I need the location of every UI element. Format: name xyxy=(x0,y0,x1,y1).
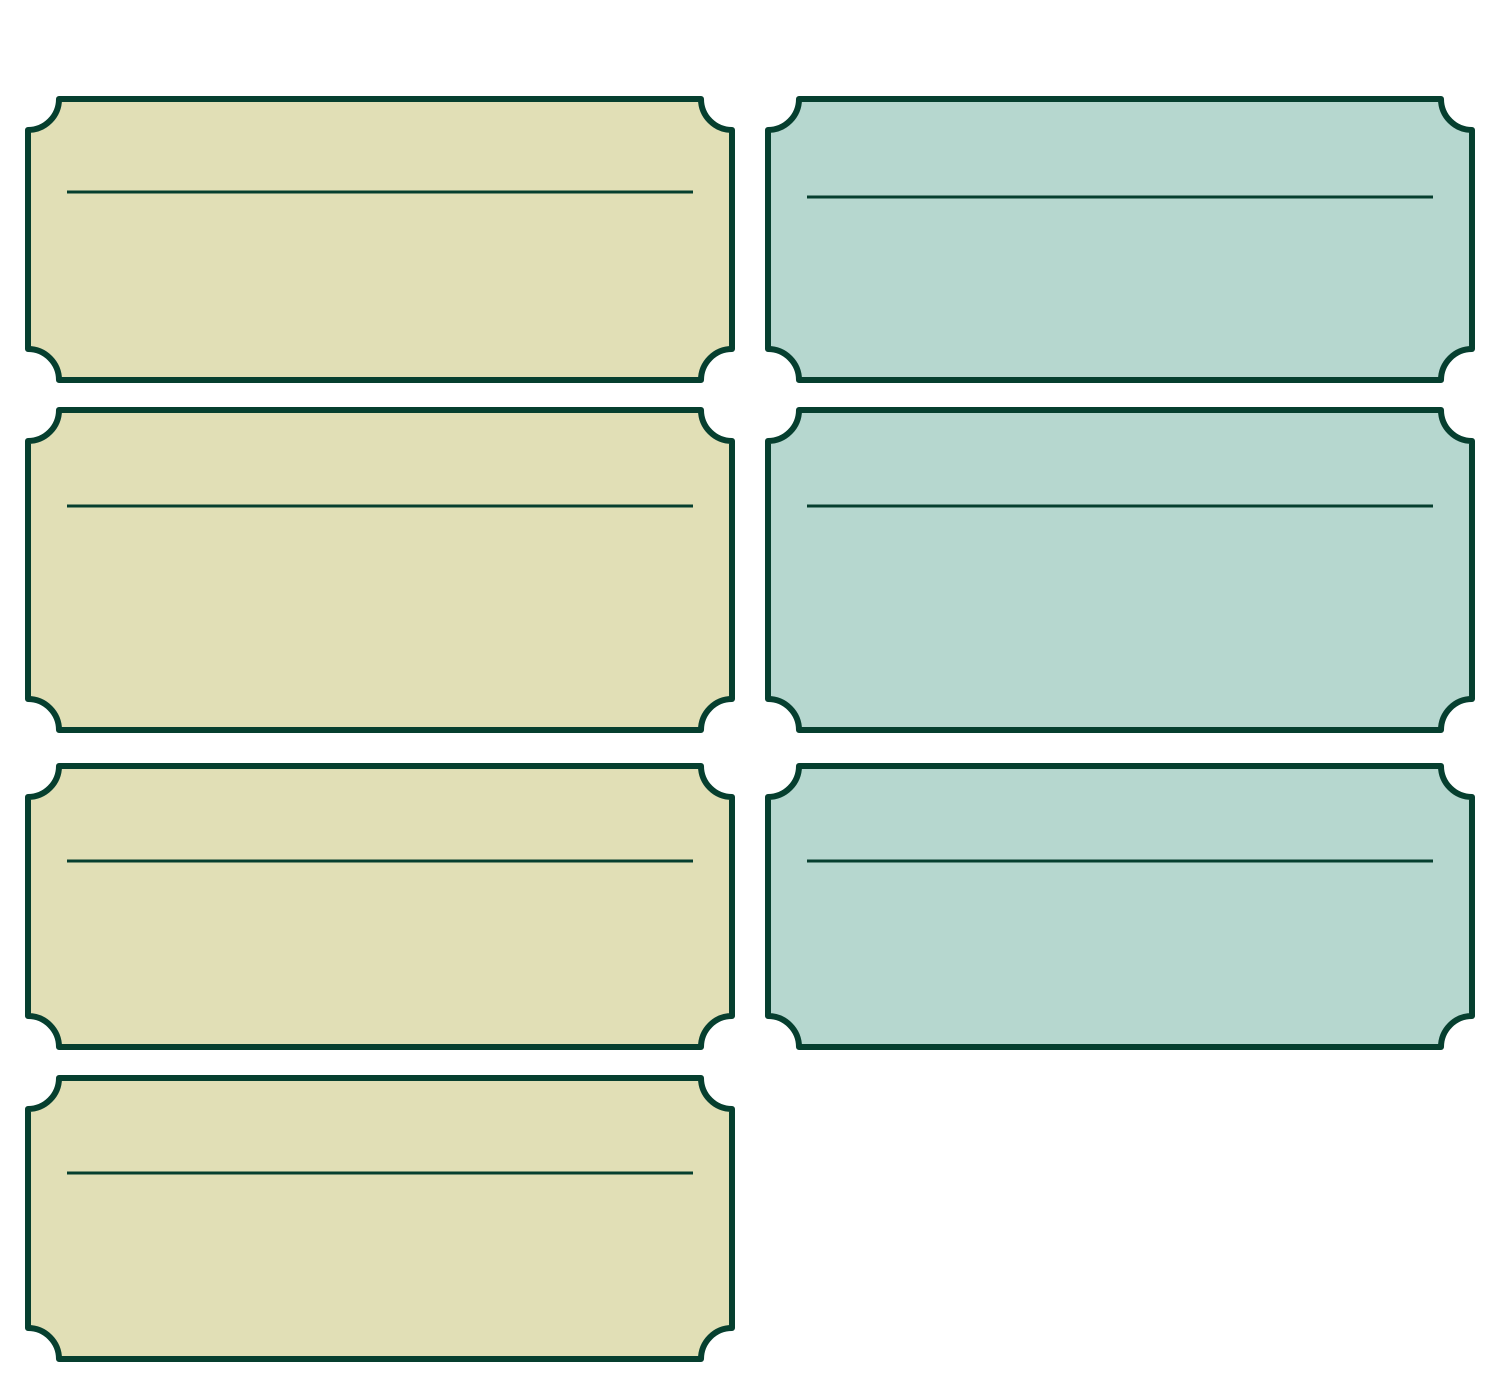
ticket-frame xyxy=(765,763,1475,1050)
ticket-frame xyxy=(25,763,735,1050)
label-left-3 xyxy=(25,763,735,1050)
label-right-1 xyxy=(765,96,1475,383)
label-left-1 xyxy=(25,96,735,383)
label-right-3 xyxy=(765,763,1475,1050)
ticket-frame xyxy=(25,96,735,383)
label-left-2 xyxy=(25,407,735,733)
label-left-4 xyxy=(25,1075,735,1362)
ticket-frame xyxy=(25,407,735,733)
ticket-frame xyxy=(25,1075,735,1362)
ticket-frame xyxy=(765,96,1475,383)
label-right-2 xyxy=(765,407,1475,733)
ticket-frame xyxy=(765,407,1475,733)
